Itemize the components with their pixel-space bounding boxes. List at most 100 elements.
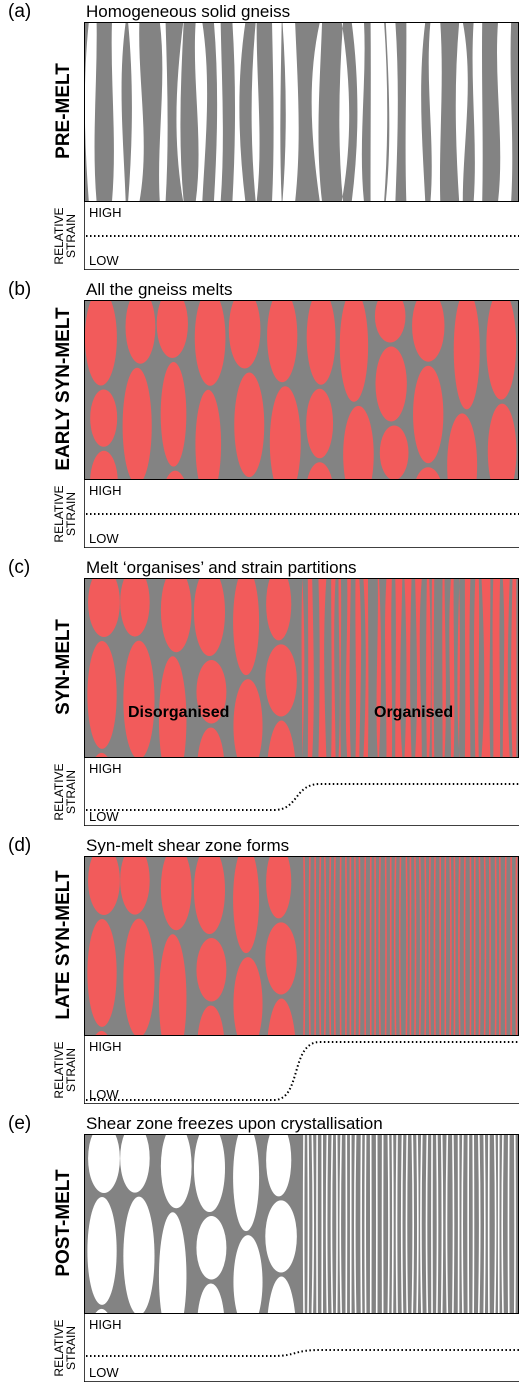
melt-pod xyxy=(228,300,261,369)
panel-label: (b) xyxy=(8,279,32,300)
melt-pod xyxy=(375,346,407,422)
organised-melt-band xyxy=(318,578,327,758)
organised-melt-band xyxy=(376,578,382,758)
organised-melt-band xyxy=(363,578,369,758)
organised-melt-band xyxy=(457,578,460,758)
melt-pod xyxy=(267,1276,296,1314)
organised-melt-band xyxy=(415,578,422,758)
partitioned-melt xyxy=(84,578,519,758)
felsic-band xyxy=(351,22,365,202)
felsic-band xyxy=(128,22,144,202)
organised-melt-band xyxy=(426,578,431,758)
strain-high-label: HIGH xyxy=(89,1317,122,1332)
shear-fabric-line xyxy=(303,856,306,1036)
melt-pod xyxy=(307,462,333,480)
shear-fabric-line xyxy=(483,856,487,1036)
strain-low-label: LOW xyxy=(89,253,119,268)
melt-pod xyxy=(265,1200,297,1273)
melt-pod xyxy=(94,752,109,758)
shear-fabric-line xyxy=(445,1134,449,1314)
melt-pod xyxy=(233,1134,260,1232)
felsic-band xyxy=(111,22,126,202)
melt-pod xyxy=(122,367,152,480)
melt-pod xyxy=(88,1134,120,1193)
shear-fabric-line xyxy=(493,1134,497,1314)
organised-melt-band xyxy=(345,578,351,758)
strain-profile xyxy=(84,1036,519,1104)
melt-pod xyxy=(94,1030,109,1036)
panel-title: Homogeneous solid gneiss xyxy=(86,2,291,21)
shear-fabric-line xyxy=(330,1134,334,1314)
melt-pod xyxy=(233,679,263,758)
shear-fabric-line xyxy=(323,856,327,1036)
melt-pod xyxy=(266,578,292,641)
gneiss-bands xyxy=(84,22,519,202)
felsic-band xyxy=(213,22,223,202)
felsic-band xyxy=(339,22,350,202)
strain-profile xyxy=(84,758,519,826)
strain-profile xyxy=(84,480,519,548)
melt-pod xyxy=(197,1283,224,1314)
panel-label: (a) xyxy=(8,1,32,22)
melt-pod xyxy=(196,660,227,724)
melt-pod xyxy=(453,300,480,410)
disorganised-label: Disorganised xyxy=(128,704,230,721)
organised-melt-band xyxy=(395,578,403,758)
shear-fabric-line xyxy=(311,1134,315,1314)
melt-texture xyxy=(84,300,519,480)
organised-melt-band xyxy=(481,578,491,758)
strain-high-label: HIGH xyxy=(89,483,122,498)
melt-pod xyxy=(415,467,441,480)
melt-pod xyxy=(160,578,192,653)
melt-pod xyxy=(123,640,155,758)
shear-fabric-line xyxy=(449,856,452,1036)
shear-fabric-line xyxy=(477,1134,481,1314)
organised-label: Organised xyxy=(374,704,454,721)
felsic-band xyxy=(497,22,513,202)
felsic-band xyxy=(159,22,168,202)
melt-pod xyxy=(194,300,226,386)
shear-fabric-line xyxy=(418,856,422,1036)
shear-fabric-line xyxy=(405,856,408,1036)
shear-zone-texture xyxy=(84,856,519,1036)
melt-pod xyxy=(165,470,185,480)
melt-pod xyxy=(90,389,118,447)
shear-fabric-line xyxy=(325,1134,329,1314)
melt-pod xyxy=(160,1134,192,1209)
shear-fabric-line xyxy=(378,856,381,1036)
strain-curve xyxy=(86,1041,519,1101)
felsic-band xyxy=(282,22,299,202)
shear-fabric-line xyxy=(398,856,402,1036)
organised-melt-band xyxy=(331,578,336,758)
shear-fabric-line xyxy=(384,856,387,1036)
shear-fabric-line xyxy=(358,856,361,1036)
melt-pod xyxy=(195,389,222,480)
organised-melt-band xyxy=(464,578,471,758)
melt-pod xyxy=(123,918,155,1036)
felsic-band xyxy=(405,22,426,202)
melt-pod xyxy=(486,300,517,400)
melt-pod xyxy=(120,1134,150,1193)
shear-zone xyxy=(84,856,519,1036)
shear-fabric-line xyxy=(387,1134,390,1314)
shear-fabric-line xyxy=(405,1134,409,1314)
organised-melt-band xyxy=(301,578,305,758)
melt-pod xyxy=(123,1196,155,1314)
shear-fabric-line xyxy=(425,1134,429,1314)
felsic-band xyxy=(472,22,483,202)
organised-melt-band xyxy=(442,578,446,758)
melt-pod xyxy=(120,578,150,637)
melt-pod xyxy=(339,300,369,402)
melt-pod xyxy=(84,300,117,386)
melt-pod xyxy=(158,656,187,758)
strain-high-label: HIGH xyxy=(89,761,122,776)
organised-melt-band xyxy=(449,578,455,758)
frozen-shear-zone-texture xyxy=(84,1134,519,1314)
organised-melt-band xyxy=(307,578,314,758)
felsic-band xyxy=(428,22,442,202)
melt-pod xyxy=(379,425,409,480)
melt-pod xyxy=(156,300,188,358)
